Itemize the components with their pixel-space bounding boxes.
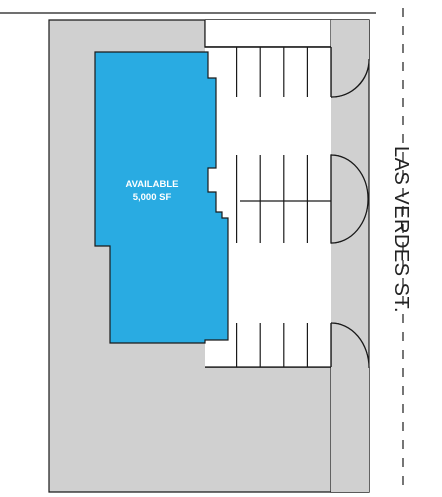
parking-stalls-top	[236, 47, 332, 97]
parking-stalls-middle	[236, 155, 332, 243]
available-unit[interactable]	[94, 51, 229, 344]
available-unit-label: AVAILABLE 5,000 SF	[104, 178, 200, 204]
unit-size: 5,000 SF	[132, 192, 172, 203]
unit-status: AVAILABLE	[125, 179, 179, 190]
street-name-label: LAS VERDES ST.	[390, 146, 412, 314]
parking-stalls-bottom	[236, 323, 332, 367]
